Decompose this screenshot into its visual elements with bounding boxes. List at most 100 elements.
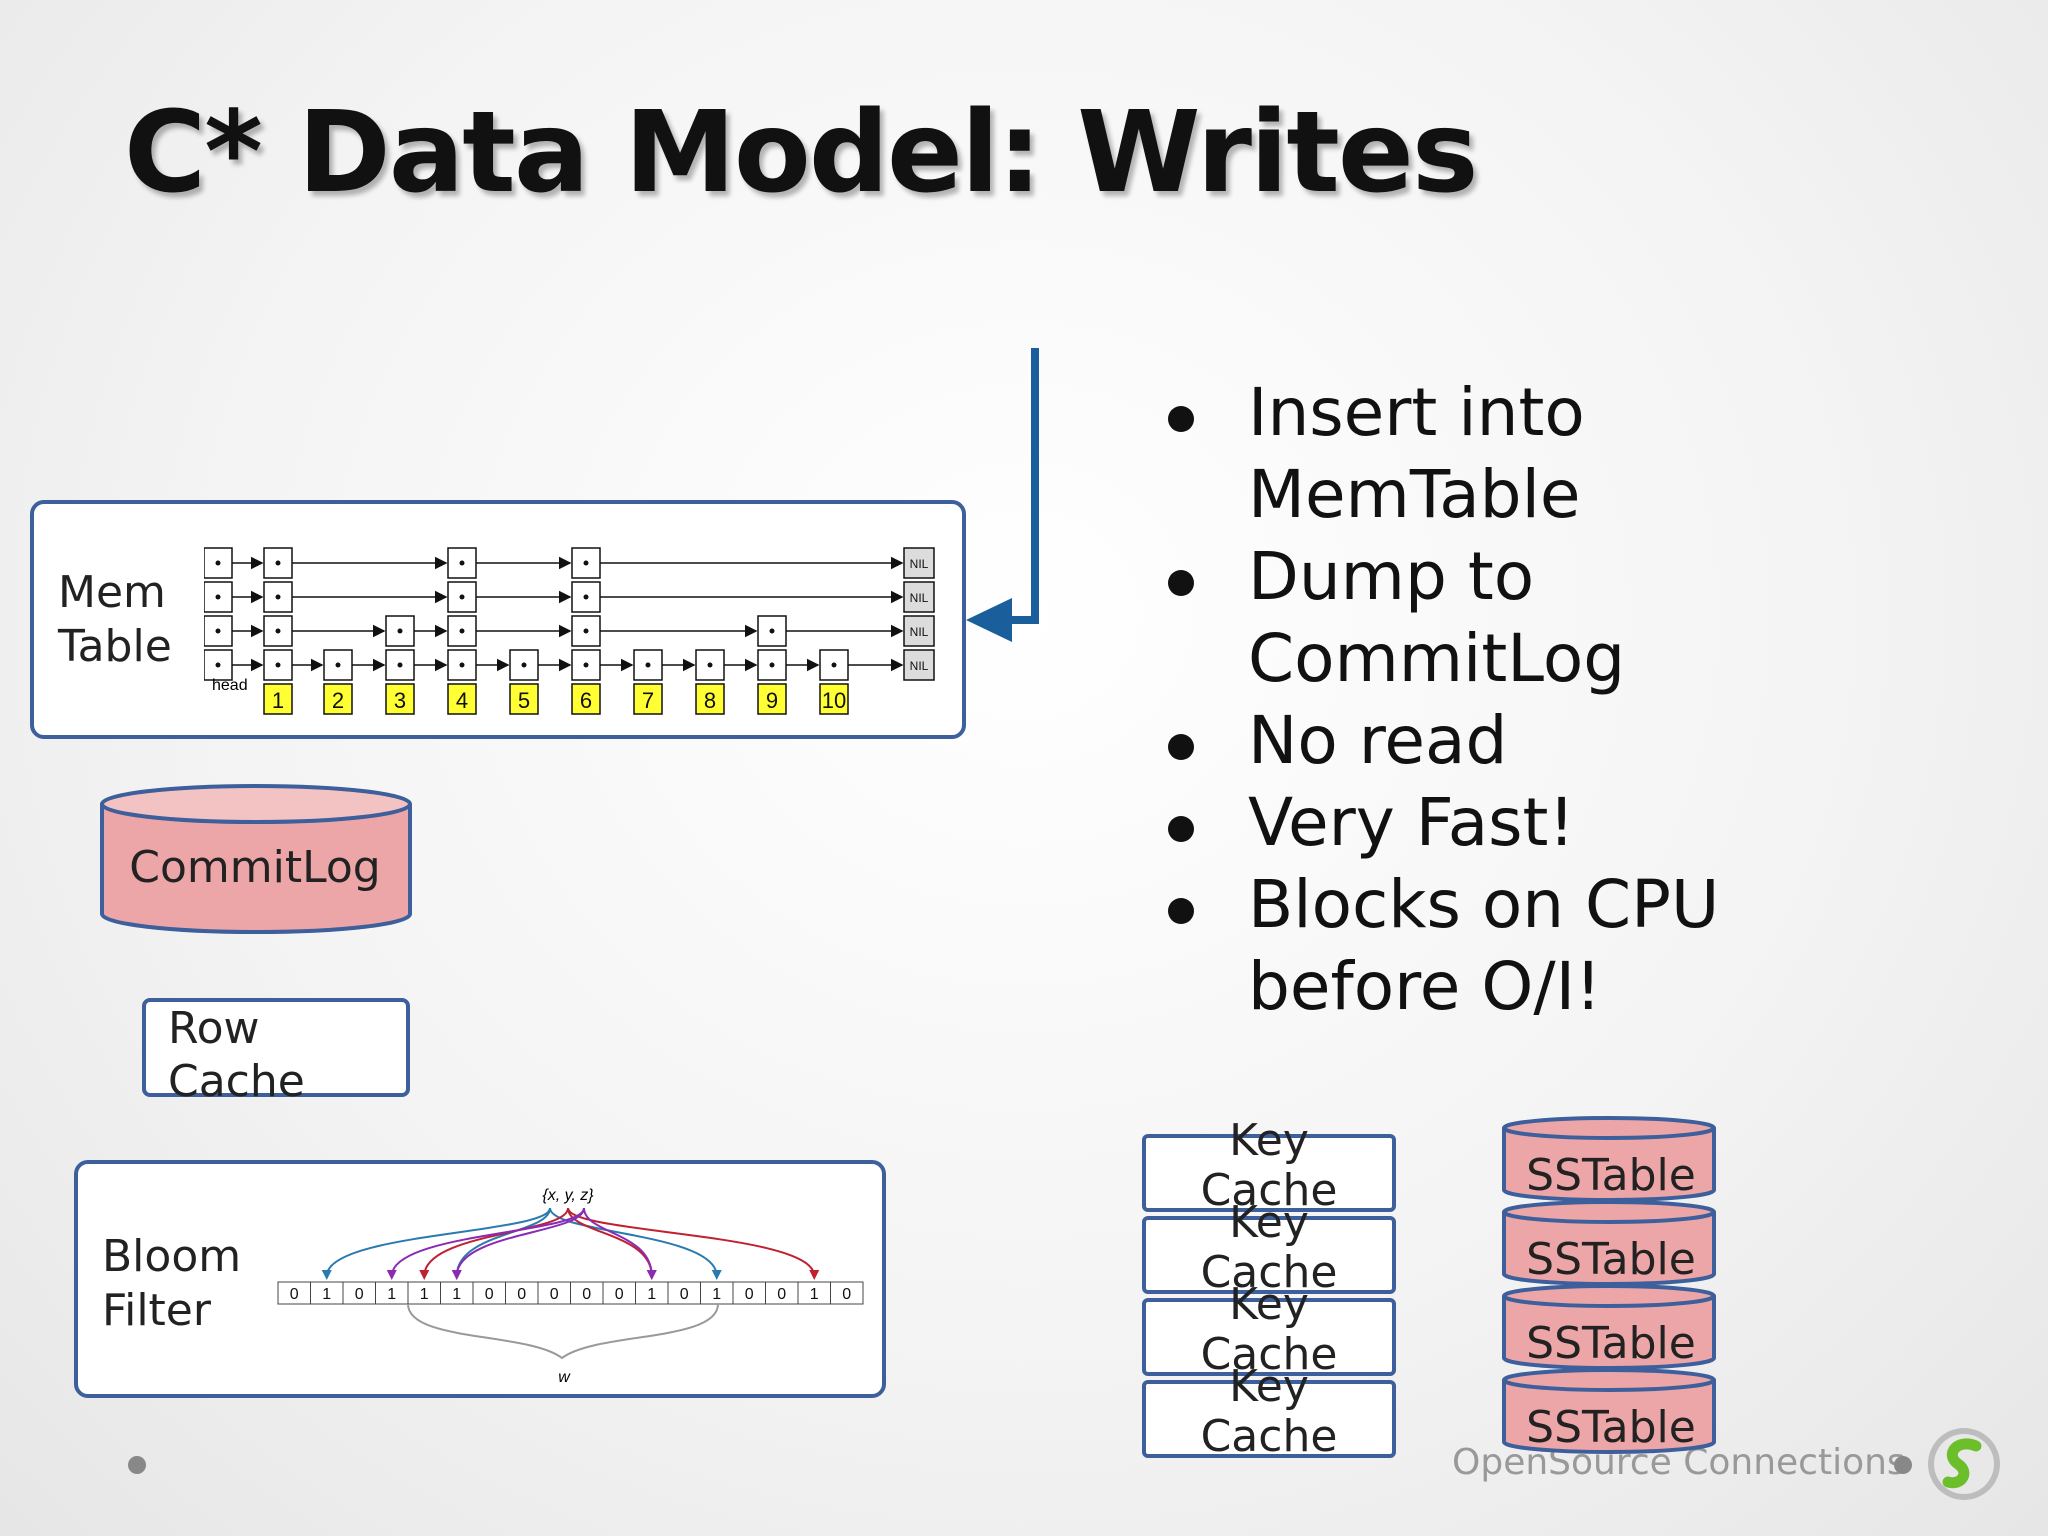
bloom-bit-cell [830, 1281, 864, 1305]
sstable-cylinder-body [1502, 1212, 1716, 1286]
bloom-hash-arrowhead [711, 1270, 722, 1280]
bloom-bit-label: 1 [420, 1286, 429, 1303]
skiplist-node-cell [695, 649, 725, 681]
skiplist-key-label: 10 [822, 688, 846, 713]
bloom-filter-label-line: Filter [102, 1285, 211, 1336]
skiplist-pointer-dot [215, 662, 221, 668]
key-cache-label-line: Key [1229, 1115, 1309, 1166]
row-cache-label-line: Cache [168, 1056, 305, 1107]
sstable-cylinder-top [1502, 1284, 1716, 1308]
bloom-bit-label: 1 [647, 1286, 656, 1303]
bloom-bit-label: 0 [517, 1286, 526, 1303]
skiplist-key-cell [447, 683, 477, 715]
bloom-bit-label: 1 [387, 1286, 396, 1303]
memtable-label-line: Mem [58, 567, 166, 618]
commitlog-label: CommitLog [129, 842, 381, 893]
sstable-stack [1502, 1116, 1716, 1454]
skiplist-key-cell [385, 683, 415, 715]
skiplist-pointer-dot [397, 628, 403, 634]
bloom-hash-arrowhead [451, 1270, 462, 1280]
bloom-bit-label: 0 [680, 1286, 689, 1303]
sstable-cylinder-body [1502, 1380, 1716, 1454]
memtable-label: Mem Table [58, 566, 172, 674]
skiplist-key-label: 3 [394, 688, 406, 713]
skiplist-pointer-dot [459, 628, 465, 634]
skiplist-pointer-dot [275, 560, 281, 566]
skiplist-pointer-dot [275, 662, 281, 668]
skiplist-key-label: 1 [272, 688, 284, 713]
bloom-bit-label: 0 [842, 1286, 851, 1303]
skiplist-nil-label: NIL [910, 659, 929, 673]
skiplist-key-label: 2 [332, 688, 344, 713]
skiplist-pointer-dot [215, 628, 221, 634]
key-cache-label-line: Key [1229, 1361, 1309, 1412]
skiplist-head-cell [204, 547, 233, 579]
skiplist-key-label: 8 [704, 688, 716, 713]
bloom-hash-arrowhead [386, 1270, 397, 1280]
skiplist-key-label: 9 [766, 688, 778, 713]
bullet-item: Dump to CommitLog [1160, 536, 1860, 700]
skiplist-nil-cell [903, 615, 935, 647]
sstable-cylinder-top [1502, 1368, 1716, 1392]
bloom-hash-arrowhead [419, 1270, 430, 1280]
skiplist-pointer-dot [583, 628, 589, 634]
bloom-bit-label: 0 [290, 1286, 299, 1303]
skiplist-pointer-dot [769, 628, 775, 634]
skiplist-node-cell [571, 615, 601, 647]
row-cache-label-line: Row [168, 1003, 260, 1054]
bloom-bit-label: 1 [322, 1286, 331, 1303]
sstable-label: SSTable [1526, 1318, 1696, 1369]
bloom-bit-label: 1 [452, 1286, 461, 1303]
skiplist-pointer-dot [583, 662, 589, 668]
bloom-hash-arrow [390, 1207, 585, 1277]
bloom-hash-arrow [423, 1207, 569, 1277]
bloom-width-label: w [558, 1369, 571, 1386]
bloom-bit-label: 0 [485, 1286, 494, 1303]
sstable-label: SSTable [1526, 1150, 1696, 1201]
bloom-bit-label: 0 [582, 1286, 591, 1303]
skiplist-node-cell [263, 649, 293, 681]
key-cache-label-line: Key [1229, 1197, 1309, 1248]
skiplist-pointer-dot [645, 662, 651, 668]
bloom-hash-arrowhead [646, 1270, 657, 1280]
bloom-bit-label: 0 [777, 1286, 786, 1303]
key-cache-label-line: Cache [1200, 1329, 1338, 1380]
bloom-hash-arrow [325, 1207, 551, 1277]
skiplist-pointer-dot [459, 662, 465, 668]
skiplist-head-label: head [212, 677, 248, 694]
bloom-filter-label: Bloom Filter [102, 1230, 241, 1338]
commitlog-cylinder [100, 784, 412, 934]
slide-title: C* Data Model: Writes [124, 88, 1478, 218]
skiplist-key-cell [509, 683, 539, 715]
bloom-hash-arrow [455, 1207, 585, 1277]
bloom-bit-label: 0 [615, 1286, 624, 1303]
bloom-bit-label: 0 [355, 1286, 364, 1303]
bloom-hash-arrowhead [321, 1270, 332, 1280]
bloom-filter-label-line: Bloom [102, 1231, 242, 1282]
row-cache-box: Row Cache [142, 998, 410, 1107]
bullet-item: Very Fast! [1160, 782, 1860, 864]
bloom-hash-arrow [549, 1207, 718, 1277]
skiplist-pointer-dot [583, 594, 589, 600]
skiplist-key-label: 6 [580, 688, 592, 713]
skiplist-key-cell [571, 683, 601, 715]
skiplist-key-cell [695, 683, 725, 715]
sstable-cylinder-top [1502, 1200, 1716, 1224]
skiplist-pointer-dot [275, 594, 281, 600]
skiplist-key-cell [263, 683, 293, 715]
bullet-item: Insert into MemTable [1160, 372, 1860, 536]
bullet-item: No read [1160, 700, 1860, 782]
skiplist-key-cell [819, 683, 849, 715]
key-cache-label-line: Cache [1200, 1411, 1338, 1462]
key-cache-label-line: Cache [1200, 1165, 1338, 1216]
footer-dot-right [1894, 1456, 1912, 1474]
